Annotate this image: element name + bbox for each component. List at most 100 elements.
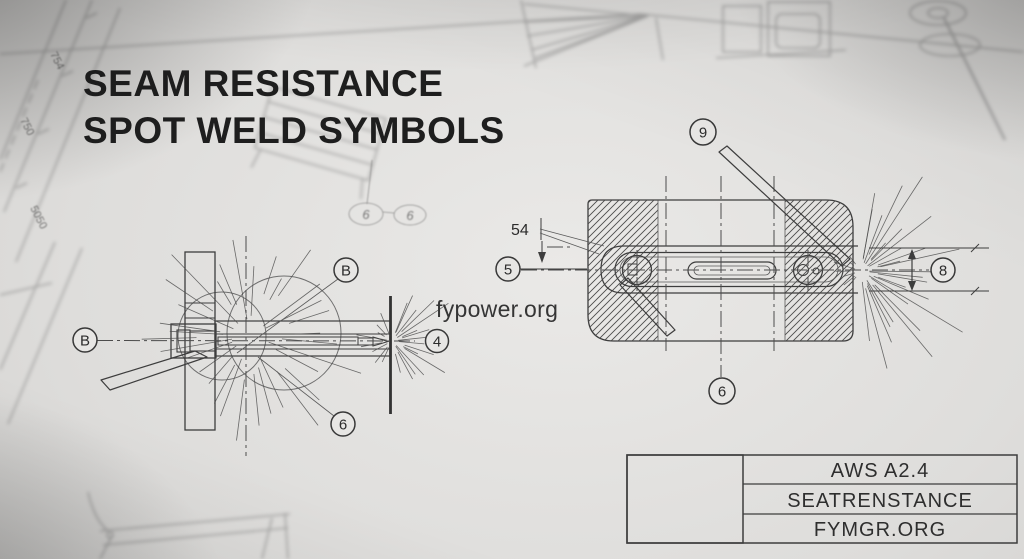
spark-burst-center: [141, 239, 362, 441]
spark-line: [269, 278, 282, 300]
spark-line: [399, 341, 425, 345]
callout-badges-sketch: 6 6: [348, 159, 427, 226]
spark-burst-tip-back: [356, 313, 391, 363]
callout-8: 8: [930, 257, 956, 283]
spark-line: [276, 370, 319, 426]
spark-line: [284, 368, 320, 401]
spark-line: [848, 276, 857, 287]
spark-line: [281, 338, 337, 345]
spark-line: [213, 364, 236, 404]
spark-line: [268, 341, 362, 374]
spark-line: [404, 344, 434, 355]
spark-line: [171, 254, 239, 324]
spark-line: [404, 348, 446, 373]
section-sketch: [715, 1, 847, 59]
spark-line: [403, 346, 419, 355]
title-block-name: SEATRENSTANCE: [787, 490, 973, 512]
title-block-org: FYMGR.ORG: [814, 519, 946, 541]
weld-nugget-circle: [177, 291, 267, 381]
right-weld-diagram: 54 9: [495, 118, 989, 405]
weld-channel: [600, 245, 858, 294]
spark-line: [220, 358, 242, 417]
weld-nugget-circle: [226, 275, 342, 391]
spark-burst-weld-back: [833, 256, 857, 287]
spark-burst-tip: [394, 295, 449, 380]
table-sketch: [87, 491, 291, 559]
spark-line: [380, 313, 391, 337]
spark-line: [395, 345, 425, 376]
spark-line: [874, 284, 921, 331]
spark-line: [401, 300, 435, 332]
spark-line: [866, 280, 894, 323]
handle-rod: [100, 350, 208, 391]
spark-line: [169, 330, 224, 335]
spark-line: [374, 346, 388, 363]
spark-line: [868, 275, 963, 333]
spark-line: [208, 356, 233, 384]
watermark: fypower.org: [436, 296, 559, 322]
spark-line: [869, 271, 923, 278]
page-title-line1: SEAM RESISTANCE: [83, 63, 444, 104]
spark-line: [395, 346, 416, 375]
spark-line: [219, 264, 238, 305]
spark-line: [869, 247, 903, 267]
svg-text:B: B: [80, 333, 90, 350]
spark-line: [867, 215, 932, 267]
spark-line: [258, 367, 272, 414]
spark-line: [402, 330, 418, 337]
spark-line: [880, 248, 960, 268]
spark-line: [236, 379, 245, 441]
spark-line: [861, 281, 870, 342]
svg-text:B: B: [341, 263, 351, 280]
spark-line: [356, 334, 387, 341]
svg-text:8: 8: [939, 263, 947, 280]
callout-9: 9: [689, 118, 717, 146]
title-block-standard: AWS A2.4: [831, 460, 929, 482]
spark-line: [277, 249, 311, 297]
spark-line: [377, 332, 385, 337]
spark-line: [165, 279, 214, 312]
page-title-line2: SPOT WELD SYMBOLS: [83, 110, 505, 151]
spark-line: [873, 275, 929, 300]
left-weld-diagram: B B 4 6: [72, 236, 450, 456]
spark-line: [843, 272, 856, 277]
spark-line: [199, 345, 237, 373]
spark-line: [160, 338, 233, 352]
dimension-54: 54: [511, 218, 605, 263]
spark-line: [868, 185, 903, 255]
spark-line: [185, 341, 233, 359]
badge-6-right: 6: [406, 208, 414, 223]
spark-line: [862, 193, 876, 259]
spark-line: [849, 261, 855, 266]
spark-line: [232, 239, 248, 320]
spark-line: [833, 261, 856, 270]
svg-text:6: 6: [718, 384, 726, 401]
spark-line: [870, 228, 903, 261]
spark-line: [159, 322, 221, 333]
spark-line: [372, 343, 388, 353]
horizontal-centerline: [96, 340, 416, 342]
spark-line: [294, 332, 321, 335]
spark-line: [275, 349, 319, 372]
electrode-rod-9: [718, 145, 851, 267]
spark-line: [395, 295, 413, 333]
title-block: AWS A2.4 SEATRENSTANCE FYMGR.ORG: [626, 454, 1018, 544]
spark-line: [141, 337, 197, 340]
svg-text:5: 5: [504, 262, 512, 279]
callout-b-top: B: [236, 257, 359, 354]
svg-text:54: 54: [511, 222, 529, 239]
svg-text:4: 4: [433, 334, 441, 351]
spark-line: [863, 215, 883, 263]
callout-6-left: 6: [257, 356, 356, 437]
spark-line: [877, 247, 926, 266]
spark-line: [381, 347, 390, 363]
spark-line: [877, 273, 928, 283]
spark-line: [259, 358, 284, 408]
spark-line: [217, 281, 232, 305]
ladder-sketch: [250, 85, 387, 200]
spark-line: [376, 324, 387, 336]
spark-line: [360, 342, 383, 348]
spark-line: [395, 309, 417, 337]
